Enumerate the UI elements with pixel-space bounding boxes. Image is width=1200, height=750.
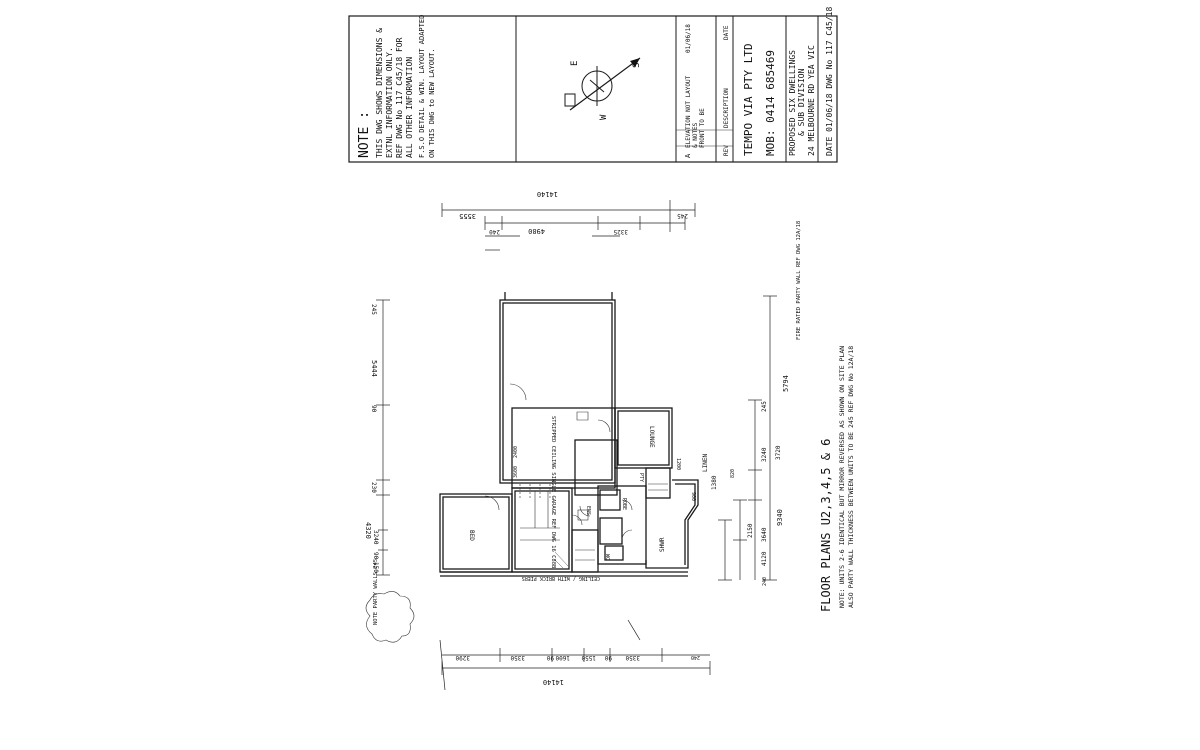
- lounge-label: LOUNGE: [648, 426, 655, 448]
- rev-col-date: DATE: [723, 25, 730, 40]
- internal-dim: 2400: [513, 446, 519, 458]
- project-line-1: PROPOSED SIX DWELLINGS: [788, 50, 797, 156]
- rev-line: FRONT TO BE: [699, 108, 706, 148]
- note-heading: NOTE :: [357, 111, 372, 158]
- right-dim: 3640: [761, 527, 768, 542]
- plan-note-2: ALSO PARTY WALL THICKNESS BETWEEN UNITS …: [847, 346, 855, 608]
- top-dim-part: 4980: [528, 227, 545, 235]
- right-dim: 2150: [747, 523, 754, 538]
- party-wall-cloud: [365, 591, 415, 643]
- top-dim-part: 3325: [613, 228, 628, 235]
- compass-e: E: [570, 61, 580, 66]
- ens-label: ENS: [585, 506, 591, 515]
- left-dim: 3240: [372, 530, 379, 545]
- pantry-label: PTY: [638, 473, 644, 482]
- rev-col-rev: REV: [723, 145, 730, 156]
- right-dim: 240: [762, 577, 768, 586]
- compass-s: S: [632, 63, 642, 68]
- internal-dim: 900: [690, 492, 696, 501]
- right-dim: 3720: [775, 445, 782, 460]
- note-line: ALL OTHER INFORMATION: [405, 57, 414, 158]
- plan-heading: FLOOR PLANS U2,3,4,5 & 6: [819, 439, 833, 612]
- top-dim-part: 240: [489, 228, 500, 235]
- garage-label: STRIPPED CEILING SINGLE GARAGE REF DWG 1…: [550, 416, 556, 569]
- top-dim-part: 3555: [459, 212, 476, 220]
- bottom-dim: 1550: [581, 654, 596, 661]
- compass-w: W: [599, 114, 609, 120]
- top-dimensions: [441, 200, 696, 251]
- right-dim: 245: [761, 401, 768, 412]
- linen-label: LINEN: [702, 454, 709, 472]
- right-dim: 9340: [776, 509, 784, 526]
- site-address: 24 MELBOURNE RD YEA VIC: [807, 45, 816, 156]
- floor-plan-walls: [439, 292, 699, 577]
- mobile-number: MOB: 0414 685469: [764, 50, 777, 156]
- internal-dim: 3600: [513, 466, 519, 478]
- compass-icon: [564, 57, 641, 111]
- rev-letter: A: [684, 153, 692, 158]
- title-block: NOTE : THIS DWG SHOWS DIMENSIONS & EXTNL…: [348, 7, 838, 163]
- right-dim: 3240: [761, 447, 768, 462]
- bottom-dim: 90: [604, 654, 612, 661]
- rev-line: & NOTES: [692, 122, 699, 148]
- left-dimensions: [376, 299, 390, 576]
- note-line: EXTNL INFORMATION ONLY.: [385, 47, 394, 158]
- internal-dim: 820: [730, 469, 736, 478]
- robe-label: ROBE: [621, 498, 627, 510]
- left-dim: 245: [370, 304, 377, 315]
- note-line: F.S.O DETAIL & WIN. LAYOUT ADAPTED: [418, 15, 426, 158]
- bottom-dim: 3350: [510, 654, 525, 661]
- bottom-dim: 3290: [455, 654, 470, 661]
- note-line: THIS DWG SHOWS DIMENSIONS &: [375, 28, 384, 158]
- bottom-dim-overall: 14140: [543, 678, 564, 686]
- note-line: REF DWG No 117 C45/18 FOR: [395, 37, 404, 158]
- right-dim: 4120: [761, 551, 768, 566]
- wc-label: WC: [604, 554, 610, 560]
- company-name: TEMPO VIA PTY LTD: [742, 43, 755, 156]
- rev-col-description: DESCRIPTION: [723, 88, 730, 128]
- left-dim: 4320: [364, 522, 372, 539]
- fire-rated-note: FIRE RATED PARTY WALL REF DWG 12A/18: [796, 221, 802, 340]
- bottom-dim: 240: [691, 654, 700, 660]
- right-dim: 5794: [782, 375, 790, 392]
- date-drawing-number: DATE 01/06/18 DWG No 117 C45/18: [825, 7, 834, 156]
- party-wall-note: NOTE PARTY WALLS 245: [373, 559, 379, 625]
- note-line: ON THIS DWG to NEW LAYOUT.: [428, 48, 436, 158]
- carport-label: CEILING / WITH BRICK PIERS: [522, 575, 600, 581]
- left-dim: 90: [370, 405, 377, 413]
- top-dim-part: 245: [677, 212, 688, 219]
- project-line-2: & SUB DIVISION: [797, 68, 806, 136]
- left-dim: 230: [370, 482, 377, 493]
- bed-label: BED: [468, 530, 475, 541]
- right-dimensions: [718, 295, 777, 581]
- bottom-dim: 3350: [625, 654, 640, 661]
- rev-date: 01/06/18: [685, 24, 692, 53]
- internal-dim: 1380: [711, 475, 718, 490]
- shower-label: SHWR: [659, 537, 666, 552]
- left-dim: 90: [372, 552, 379, 560]
- bottom-dim: 90: [546, 654, 554, 661]
- bottom-dim: 1600: [555, 654, 570, 661]
- top-dim-overall: 14140: [537, 190, 558, 198]
- internal-dim: 1200: [675, 458, 681, 470]
- rev-line: ELEVATION NOT LAYOUT: [685, 75, 692, 148]
- left-dim: 150: [372, 562, 379, 573]
- bottom-dimensions: [439, 619, 711, 691]
- plan-note-1: NOTE: UNITS 2-6 IDENTICAL BUT MIRROR REV…: [838, 346, 846, 608]
- left-dim: 5444: [370, 360, 378, 377]
